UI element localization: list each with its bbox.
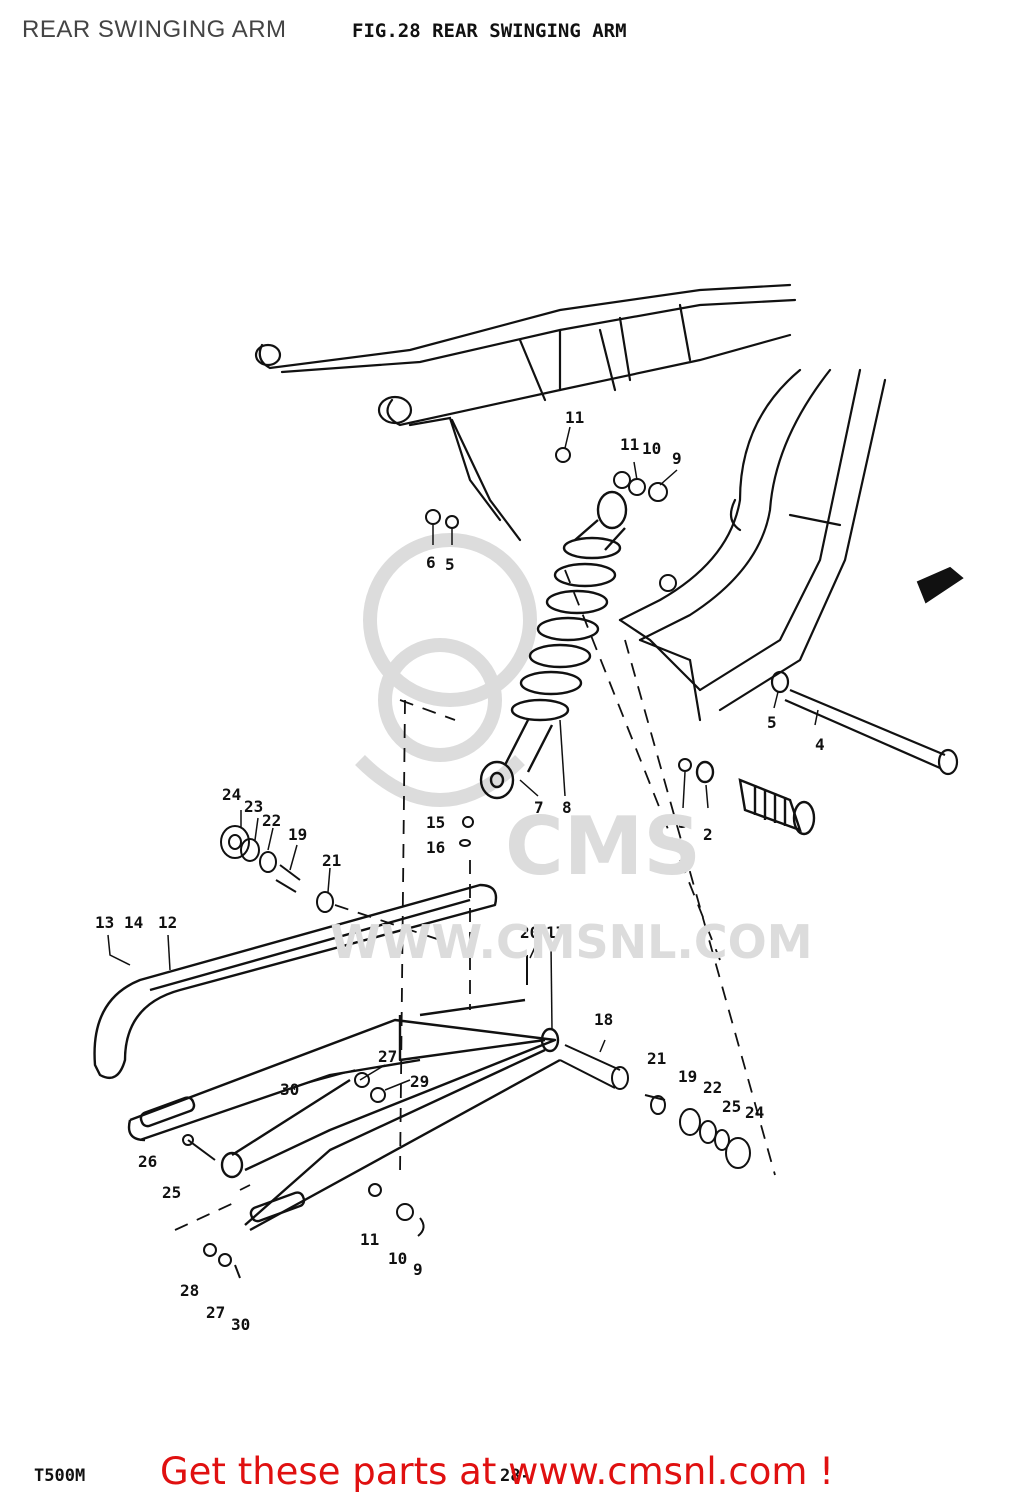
callout: 11 <box>565 408 584 427</box>
callout: 15 <box>426 813 445 832</box>
swinging-arm <box>93 883 561 1232</box>
callout: 30 <box>280 1080 299 1099</box>
callout-labels: 11 11 10 9 6 5 5 4 3 2 7 8 15 16 24 23 2… <box>95 408 825 1334</box>
page-title: REAR SWINGING ARM <box>22 16 287 43</box>
callout: 24 <box>745 1103 764 1122</box>
dust-boot <box>695 760 816 836</box>
watermark-badge <box>355 533 537 807</box>
figure-title: FIG.28 REAR SWINGING ARM <box>352 20 627 42</box>
frame <box>254 283 887 722</box>
watermark-brand: CMS <box>505 800 701 893</box>
callout: 21 <box>647 1049 666 1068</box>
callout: 25 <box>162 1183 181 1202</box>
callout: 19 <box>678 1067 697 1086</box>
callout: 19 <box>288 825 307 844</box>
callout: 9 <box>413 1260 423 1279</box>
callout: 27 <box>206 1303 225 1322</box>
callout: 12 <box>158 913 177 932</box>
callout: 3 <box>678 813 688 832</box>
promo-link[interactable]: Get these parts at www.cmsnl.com ! <box>160 1450 835 1493</box>
callout: 22 <box>703 1078 722 1097</box>
callout: 14 <box>124 913 143 932</box>
model-code: T500M <box>34 1466 86 1486</box>
callout: 23 <box>244 797 263 816</box>
callout: 18 <box>594 1010 613 1029</box>
callout: 11 <box>620 435 639 454</box>
callout: 13 <box>95 913 114 932</box>
callout: 29 <box>410 1072 429 1091</box>
guide-lines <box>174 569 776 1231</box>
callout: 2 <box>703 825 713 844</box>
callout: 20 <box>520 923 539 942</box>
callout: 5 <box>767 713 777 732</box>
callout: 5 <box>445 555 455 574</box>
callout: 7 <box>534 798 544 817</box>
callout: 8 <box>562 798 572 817</box>
callout: 11 <box>360 1230 379 1249</box>
callout: 6 <box>426 553 436 572</box>
watermark-url: WWW.CMSNL.COM <box>330 915 813 969</box>
callout: 4 <box>815 735 825 754</box>
page-number: 28- <box>500 1466 531 1486</box>
callout: 17 <box>546 923 565 942</box>
callout: 9 <box>672 449 682 468</box>
callout: 25 <box>722 1097 741 1116</box>
callout: 10 <box>642 439 661 458</box>
callout: 27 <box>378 1047 397 1066</box>
callout: 24 <box>222 785 241 804</box>
callout: 22 <box>262 811 281 830</box>
callout: 26 <box>138 1152 157 1171</box>
callout: 10 <box>388 1249 407 1268</box>
leader-lines <box>107 426 819 1091</box>
pivot-shaft <box>770 670 959 776</box>
callout: 21 <box>322 851 341 870</box>
callout: 30 <box>231 1315 250 1334</box>
hardware <box>182 447 964 1279</box>
callout: 16 <box>426 838 445 857</box>
callout: 28 <box>180 1281 199 1300</box>
rear-shock-absorber <box>479 490 628 800</box>
